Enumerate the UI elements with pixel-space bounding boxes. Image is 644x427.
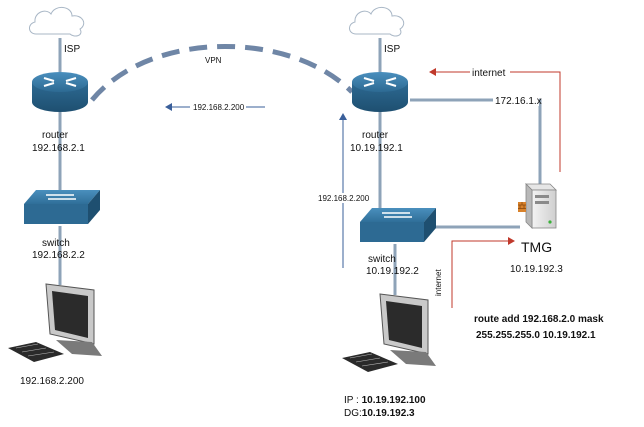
- left-isp-cloud-icon: [29, 7, 85, 37]
- right-pc-ip: 10.19.192.100: [362, 395, 426, 406]
- right-switch-ip: 10.19.192.2: [366, 266, 419, 277]
- internet-arrow-side: [451, 237, 515, 308]
- left-pc-icon: [8, 283, 102, 362]
- left-pc-ip: 192.168.2.200: [20, 376, 84, 387]
- internet-side-label: internet: [434, 269, 443, 296]
- right-pc-ip-prefix: IP :: [344, 395, 362, 406]
- route-note-line2: 255.255.255.0 10.19.192.1: [476, 330, 596, 341]
- left-switch-icon: [24, 190, 100, 224]
- router-tmg-link: [410, 98, 542, 185]
- arrow-vertical-label: 192.168.2.200: [318, 194, 370, 203]
- left-switch-ip: 192.168.2.2: [32, 250, 85, 261]
- right-pc-icon: [342, 293, 436, 372]
- right-switch-icon: [360, 208, 436, 242]
- right-switch-label: switch: [368, 254, 396, 265]
- right-pc-ip-line: IP : 10.19.192.100: [344, 395, 426, 406]
- right-pc-dg-prefix: DG:: [344, 408, 362, 419]
- right-pc-dg: 10.19.192.3: [362, 408, 415, 419]
- right-router-icon: [352, 72, 408, 112]
- router-external-ip: 172.16.1.x: [495, 96, 542, 107]
- left-router-ip: 192.168.2.1: [32, 143, 85, 154]
- tmg-ip: 10.19.192.3: [510, 264, 563, 275]
- left-router-label: router: [42, 130, 69, 141]
- left-isp-label: ISP: [64, 44, 80, 55]
- left-switch-label: switch: [42, 238, 70, 249]
- route-note-line1: route add 192.168.2.0 mask: [474, 314, 604, 325]
- right-pc-dg-line: DG:10.19.192.3: [344, 408, 415, 419]
- arrow-top-label: 192.168.2.200: [193, 103, 245, 112]
- right-router-label: router: [362, 130, 389, 141]
- right-isp-cloud-icon: [349, 7, 405, 37]
- tmg-server-icon: [518, 183, 557, 229]
- left-router-icon: [32, 72, 88, 112]
- vpn-label: VPN: [205, 56, 222, 65]
- internet-top-label: internet: [472, 68, 506, 79]
- right-router-ip: 10.19.192.1: [350, 143, 403, 154]
- vpn-tunnel: [90, 44, 354, 102]
- link-lines: [58, 38, 542, 295]
- tmg-label: TMG: [521, 239, 552, 255]
- right-isp-label: ISP: [384, 44, 400, 55]
